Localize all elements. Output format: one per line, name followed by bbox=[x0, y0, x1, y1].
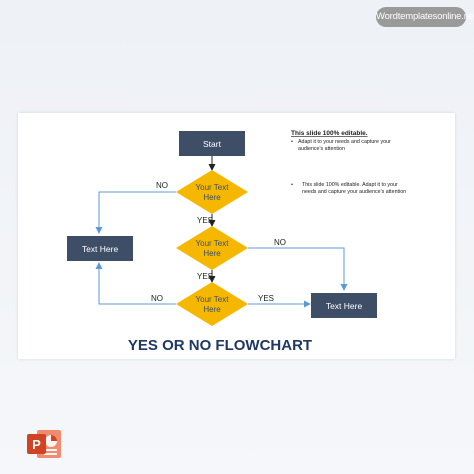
right-box-label: Text Here bbox=[326, 301, 363, 311]
decision-2-text-line1: Your Text bbox=[196, 239, 230, 248]
start-node: Start bbox=[179, 131, 245, 156]
label-yes-1: YES bbox=[197, 216, 213, 225]
label-no-2: NO bbox=[274, 238, 286, 247]
decision-3-text-line1: Your Text bbox=[196, 295, 230, 304]
note-bullet-1-marker: • bbox=[291, 139, 293, 145]
label-no-1: NO bbox=[156, 181, 168, 190]
decision-2-text-line2: Here bbox=[203, 249, 221, 258]
note-bullet-2-marker: • bbox=[291, 182, 293, 188]
connectors bbox=[95, 156, 348, 308]
label-yes-3: YES bbox=[258, 294, 274, 303]
left-box-label: Text Here bbox=[82, 244, 119, 254]
decision-node-1: Your Text Here bbox=[176, 170, 248, 214]
slide-notes: This slide 100% editable. • Adapt it to … bbox=[291, 130, 406, 195]
decision-3-text-line2: Here bbox=[203, 305, 221, 314]
note-bullet-2-line2: needs and capture your audience's attent… bbox=[302, 189, 406, 195]
connector-d1-no-to-left-box bbox=[95, 191, 176, 234]
slide-title: YES OR NO FLOWCHART bbox=[128, 337, 312, 354]
watermark-badge: Wordtemplatesonline.net bbox=[376, 7, 474, 27]
connector-d3-no-to-left-box bbox=[95, 262, 176, 305]
connector-d2-no-to-right-box bbox=[248, 247, 348, 291]
decision-node-2: Your Text Here bbox=[176, 226, 248, 270]
note-bullet-1-line2: audience's attention bbox=[298, 146, 345, 152]
note-heading: This slide 100% editable. bbox=[291, 130, 368, 137]
label-yes-2: YES bbox=[197, 272, 213, 281]
decision-1-text-line2: Here bbox=[203, 193, 221, 202]
note-bullet-2-line1: This slide 100% editable. Adapt it to yo… bbox=[302, 182, 398, 188]
label-no-3: NO bbox=[151, 294, 163, 303]
powerpoint-icon: P bbox=[27, 430, 61, 458]
start-label: Start bbox=[203, 139, 222, 149]
decision-1-text-line1: Your Text bbox=[196, 183, 230, 192]
left-text-box: Text Here bbox=[67, 236, 133, 261]
svg-text:P: P bbox=[32, 437, 41, 452]
right-text-box: Text Here bbox=[311, 293, 377, 318]
branch-labels: NO YES NO YES NO YES bbox=[151, 181, 286, 303]
decision-node-3: Your Text Here bbox=[176, 282, 248, 326]
note-bullet-1-line1: Adapt it to your needs and capture your bbox=[298, 139, 391, 145]
